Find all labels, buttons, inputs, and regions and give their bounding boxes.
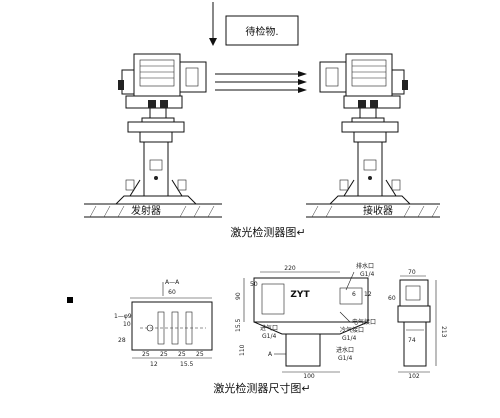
callout-4: G1/4 [342, 335, 356, 342]
callout-3: 冷气接口 [340, 326, 364, 334]
ground-right [306, 203, 440, 218]
left-dim-6: 25 [196, 351, 204, 358]
front-section-mark: A [268, 351, 273, 358]
left-view-section-label: A—A [165, 279, 180, 286]
left-dim-4: 25 [160, 351, 168, 358]
front-dim-7: 100 [303, 373, 315, 380]
side-dim-4: 102 [408, 373, 420, 380]
front-dim-2: 90 [235, 292, 242, 300]
receiver-label: 接收器 [363, 204, 393, 217]
ground-left [84, 203, 222, 218]
callout-0: 排水口 [356, 262, 374, 270]
side-view: 70 213 60 74 102 [388, 269, 447, 380]
top-caption: 激光检测器图↵ [230, 225, 305, 239]
front-dim-5: 6 [352, 291, 356, 298]
beam-arrows [215, 71, 307, 93]
front-dim-4: 50 [250, 281, 258, 288]
left-view-note: 1—φ9 [114, 313, 132, 320]
left-dim-3: 25 [142, 351, 150, 358]
object-label: 待检物. [245, 25, 278, 38]
side-dim-0: 70 [408, 269, 416, 276]
callout-5: 进水口 [336, 346, 354, 354]
left-view: A—A 60 1—φ9 28 10 25 25 25 25 12 15.5 [114, 279, 213, 368]
receiver-device [319, 53, 412, 205]
brand-label: ZYT [290, 290, 310, 300]
callout-1: G1/4 [360, 271, 374, 278]
left-dim-7: 12 [150, 361, 158, 368]
left-dim-5: 25 [178, 351, 186, 358]
callout-6: G1/4 [338, 355, 352, 362]
corner-mark [67, 297, 73, 303]
front-dim-3: 15.5 [235, 318, 242, 332]
object-box [225, 15, 299, 46]
left-dim-1: 10 [123, 321, 131, 328]
front-dim-1: 110 [239, 344, 246, 356]
front-dim-6: 12 [364, 291, 372, 298]
side-dim-1: 60 [388, 295, 396, 302]
side-dim-2: 213 [440, 326, 447, 338]
front-left-port-1: G1/4 [262, 333, 276, 340]
transmitter-device [114, 53, 207, 205]
front-dim-0: 220 [284, 265, 296, 272]
transmitter-label: 发射器 [131, 204, 161, 217]
bottom-caption: 激光检测器尺寸图↵ [213, 381, 310, 395]
side-dim-3: 74 [408, 337, 416, 344]
left-dim-8: 15.5 [180, 361, 194, 368]
left-dim-0: 60 [168, 289, 176, 296]
callout-2: 电气接口 [352, 318, 376, 326]
left-dim-2: 28 [118, 337, 126, 344]
front-view: 220 ZYT 90 15.5 50 100 进气口 G1/4 A 排水口 G1… [235, 262, 376, 380]
front-left-port-0: 进气口 [260, 324, 278, 332]
feed-arrow-head [209, 38, 217, 46]
